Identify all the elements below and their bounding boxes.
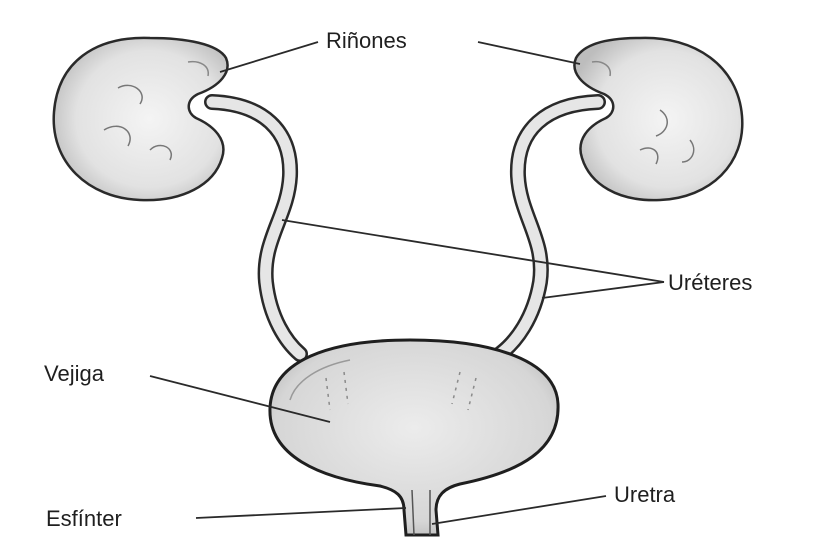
left-ureter	[212, 102, 300, 354]
bladder	[270, 340, 558, 535]
leader-urethra	[432, 496, 606, 524]
leader-kidneys-left	[220, 42, 318, 72]
label-kidneys: Riñones	[326, 30, 407, 52]
label-bladder: Vejiga	[44, 363, 104, 385]
leader-ureters-left	[282, 220, 664, 282]
label-sphincter: Esfínter	[46, 508, 122, 530]
leader-kidneys-right	[478, 42, 580, 64]
label-ureters: Uréteres	[668, 272, 752, 294]
right-kidney	[574, 38, 742, 200]
leader-sphincter	[196, 508, 406, 518]
left-kidney	[54, 38, 228, 200]
label-urethra: Uretra	[614, 484, 675, 506]
leader-ureters-right	[542, 282, 664, 298]
